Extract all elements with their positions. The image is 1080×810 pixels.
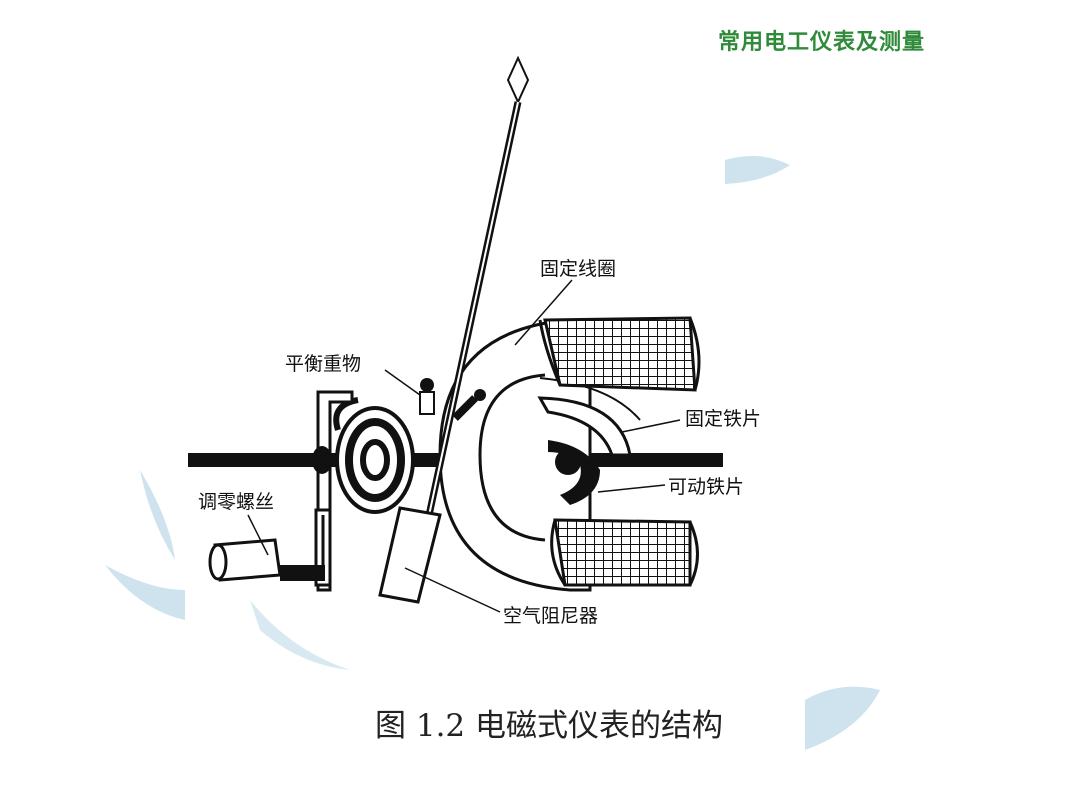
label-air-damper: 空气阻尼器 [503,605,598,627]
label-zero-screw: 调零螺丝 [198,491,274,513]
fixed-iron [537,396,632,457]
label-balance-weight: 平衡重物 [285,353,361,375]
label-moving-iron: 可动铁片 [668,476,744,498]
label-fixed-coil: 固定线圈 [540,258,616,280]
air-damper-vane [378,506,442,604]
spiral-spring [333,397,415,514]
fixed-coil [438,316,701,592]
balance-weight [419,378,486,421]
figure-caption: 图 1.2 电磁式仪表的结构 [375,708,724,744]
page-header-title: 常用电工仪表及测量 [718,29,926,55]
leader-lines [247,279,681,613]
moving-iron [548,440,600,505]
zero-adjust-assembly [208,390,354,592]
label-fixed-iron: 固定铁片 [685,408,761,430]
pointer [424,55,530,521]
